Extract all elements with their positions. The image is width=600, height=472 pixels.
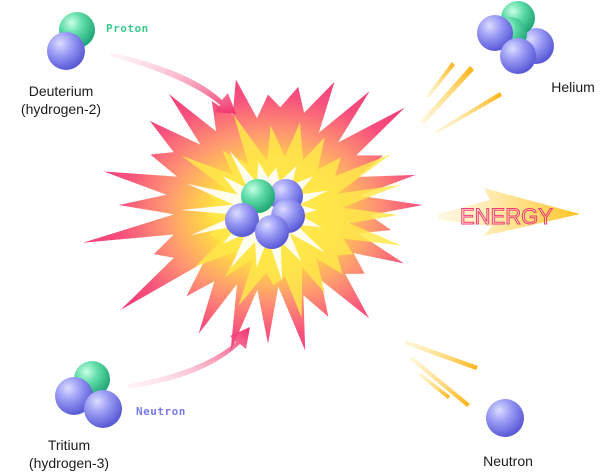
deuterium-subname: (hydrogen-2) [20, 101, 102, 117]
neutron-out-label: Neutron [483, 453, 533, 469]
tritium-nucleus [55, 361, 122, 428]
arrow-tritium-in [128, 327, 250, 389]
deuterium-nucleus [47, 12, 95, 70]
free-neutron [486, 399, 524, 437]
deuterium-name: Deuterium [28, 83, 94, 99]
neutron-tag: Neutron [136, 405, 186, 418]
tritium-subname: (hydrogen-3) [28, 455, 110, 471]
tritium-name: Tritium [47, 437, 91, 453]
energy-arrow [438, 188, 580, 236]
tritium-neutron-1 [55, 377, 93, 415]
rays-neutron [404, 340, 478, 407]
helium-label: Helium [551, 79, 595, 95]
center-proton-1 [241, 179, 275, 213]
helium-neutron-2 [477, 15, 513, 51]
center-neutron-3 [225, 203, 259, 237]
tritium-label: Tritium (hydrogen-3) [10, 436, 128, 472]
proton-tag: Proton [106, 22, 149, 35]
arrow-deuterium-in [110, 52, 236, 114]
helium-neutron-3 [500, 38, 536, 74]
deuterium-label: Deuterium (hydrogen-2) [2, 82, 120, 118]
helium-nucleus [477, 1, 554, 74]
energy-text: ENERGY [460, 204, 553, 229]
deuterium-neutron [47, 32, 85, 70]
fusing-nuclei [225, 179, 305, 249]
rays-helium [420, 62, 502, 134]
center-neutron-4 [255, 215, 289, 249]
tritium-neutron-2 [84, 390, 122, 428]
